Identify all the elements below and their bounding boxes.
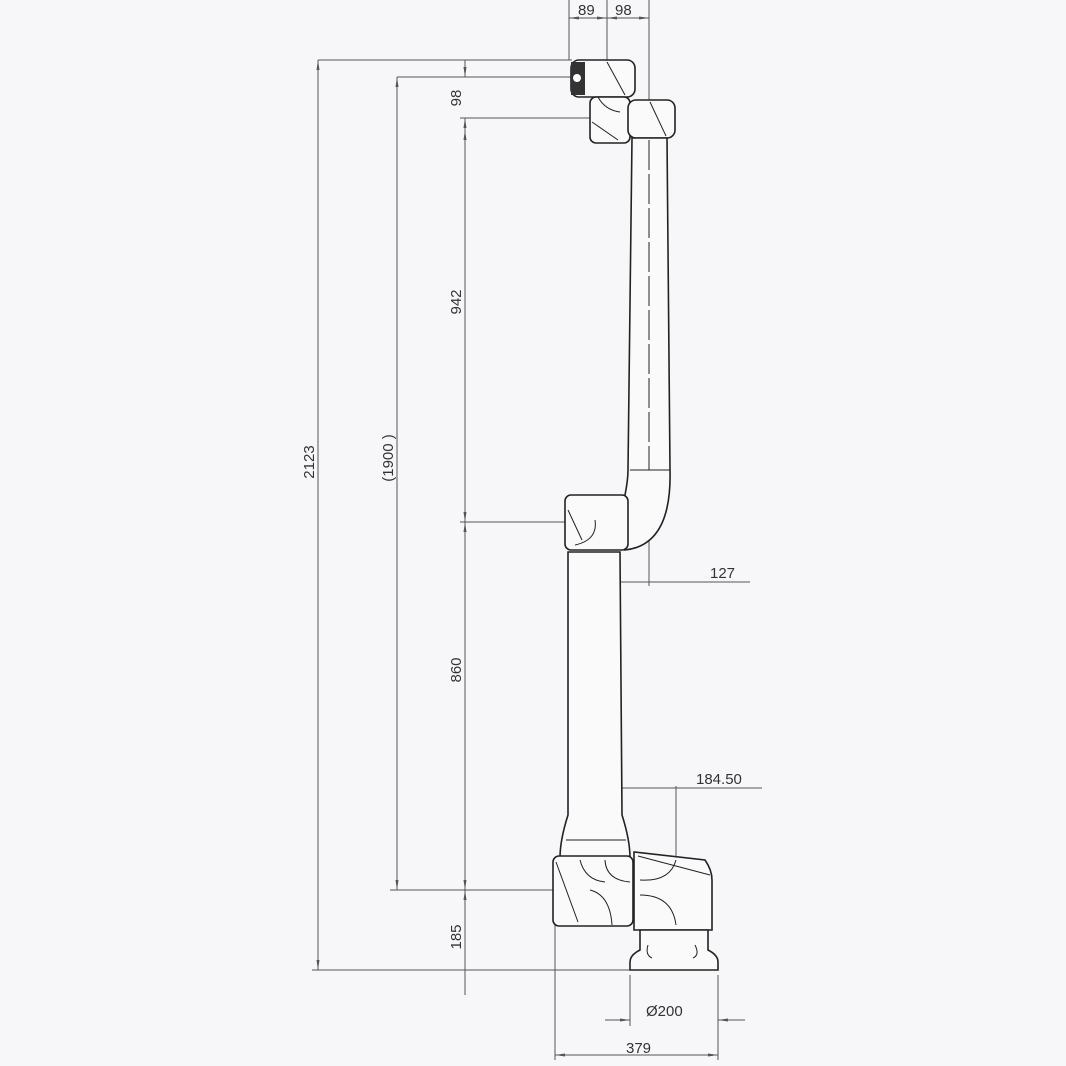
dim-379: 379 — [626, 1040, 651, 1057]
dim-98-wrist: 98 — [448, 90, 465, 107]
dim-2123: 2123 — [301, 445, 318, 478]
base-shoulder — [633, 851, 713, 931]
dim-diameter-200: Ø200 — [646, 1003, 683, 1020]
dim-127: 127 — [710, 565, 735, 582]
dim-89: 89 — [578, 2, 595, 19]
base-flange — [629, 929, 719, 971]
dimension-labels: 89 98 98 942 (1900 ) 2123 860 185 127 18… — [301, 2, 742, 1057]
upper-arm-tube — [624, 137, 671, 551]
dim-860: 860 — [448, 657, 465, 682]
dim-1900: (1900 ) — [380, 434, 397, 482]
robot-arm — [552, 59, 719, 971]
dim-184-50: 184.50 — [696, 771, 742, 788]
dim-98-top: 98 — [615, 2, 632, 19]
wrist-2-joint — [589, 96, 631, 144]
dim-942: 942 — [448, 289, 465, 314]
elbow-joint — [564, 494, 629, 551]
dim-185: 185 — [448, 924, 465, 949]
forearm-tube — [559, 551, 631, 859]
